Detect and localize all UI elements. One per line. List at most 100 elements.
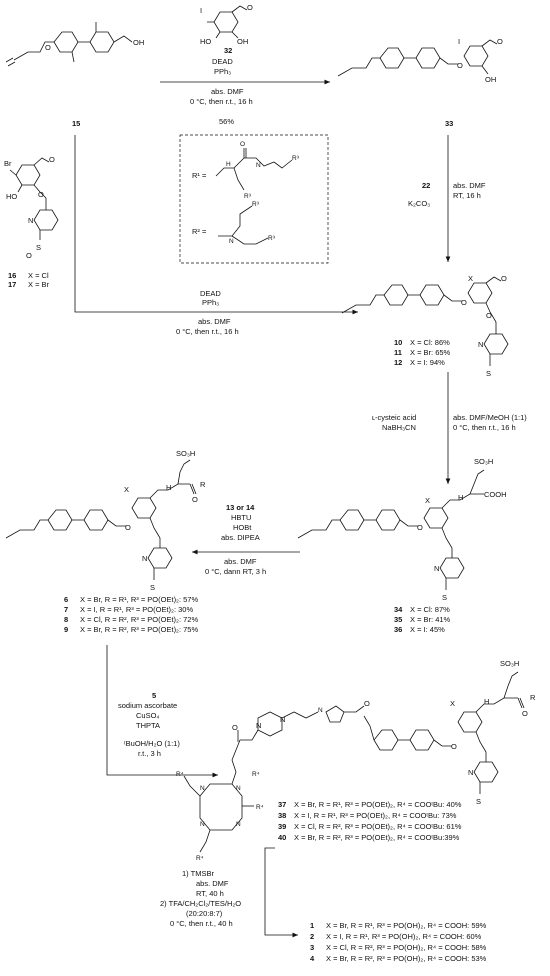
compound-label-6: 6: [64, 595, 68, 604]
atom-r4-d: R⁴: [196, 855, 204, 862]
atom-oh-33: OH: [485, 75, 496, 84]
atom-s-6: S: [150, 583, 155, 592]
atom-o-37: O: [451, 742, 457, 751]
r3-cond-temp: 0 °C, then r.t., 16 h: [176, 327, 239, 336]
compound-39-data: X = Cl, R = R², R³ = PO(OEt)₂, R⁴ = COOᵗ…: [294, 822, 462, 831]
atom-o2-16: O: [38, 190, 44, 199]
compound-label-3: 3: [310, 943, 314, 952]
r1-reagent-pph3: PPh₃: [214, 67, 231, 76]
compound-10-data: X = Cl: 86%: [410, 338, 450, 347]
atom-n-pip2: N: [280, 715, 285, 724]
r2-r3-b: R³: [268, 235, 276, 242]
compound-label-38: 38: [278, 811, 286, 820]
r6-cond-solvent: ᵗBuOH/H₂O (1:1): [124, 739, 180, 748]
r2-cond-solvent: abs. DMF: [453, 181, 486, 190]
r4-reagent-nabh3cn: NaBH₃CN: [382, 423, 416, 432]
compound-3-data: X = Cl, R = R², R³ = PO(OH)₂, R⁴ = COOH:…: [326, 943, 487, 952]
r2-n: N: [229, 238, 234, 245]
r2-definition-label: R² =: [192, 227, 207, 236]
compound-15-structure: [5, 22, 133, 67]
compound-label-9: 9: [64, 625, 68, 634]
atom-r4-a: R⁴: [176, 771, 184, 778]
atom-o-33: O: [457, 61, 463, 70]
r7-step1-solvent: abs. DMF: [196, 879, 229, 888]
atom-o-34: O: [417, 523, 423, 532]
atom-o-15: O: [45, 43, 51, 52]
atom-nh-37: H: [484, 697, 489, 706]
atom-ho-16: HO: [6, 192, 17, 201]
atom-o-amide: O: [232, 723, 238, 732]
r2-reagent-k2co3: K₂CO₃: [408, 199, 430, 208]
arrow-37-40-to-1-4: [264, 847, 298, 938]
r2-reagent-22: 22: [422, 181, 430, 190]
compound-label-33: 33: [445, 119, 453, 128]
atom-n-cyclen4: N: [236, 821, 241, 828]
atom-s-37: S: [476, 797, 481, 806]
r4-cond-solvent: abs. DMF/MeOH (1:1): [453, 413, 527, 422]
atom-n-pip1: N: [256, 721, 261, 730]
r2-cond-temp: RT, 16 h: [453, 191, 481, 200]
compound-label-4: 4: [310, 954, 315, 963]
atom-nh-34: H: [458, 493, 463, 502]
compound-7-data: X = I, R = R¹, R³ = PO(OEt)₂: 30%: [80, 605, 193, 614]
r1-group-structure: [215, 148, 293, 191]
r5-cond-solvent: abs. DMF: [224, 557, 257, 566]
r7-step2-ratio: (20:20:8:7): [186, 909, 223, 918]
r1-cond-solvent: abs. DMF: [211, 87, 244, 96]
atom-r4-c: R⁴: [256, 804, 264, 811]
atom-x-34: X: [425, 496, 430, 505]
atom-x-37: X: [450, 699, 455, 708]
compound-10-12-structure: [341, 276, 509, 366]
r3-cond-solvent: abs. DMF: [198, 317, 231, 326]
atom-so3h-34: SO₃H: [474, 457, 493, 466]
atom-oh-32: OH: [237, 37, 248, 46]
compound-label-37: 37: [278, 800, 286, 809]
compound-label-11: 11: [394, 348, 402, 357]
compound-label-2: 2: [310, 932, 314, 941]
atom-ho-32: HO: [200, 37, 211, 46]
compound-34-data: X = Cl: 87%: [410, 605, 450, 614]
atom-n-triazole: N: [318, 707, 323, 714]
atom-r-6: R: [200, 480, 206, 489]
r6-reagent-5: 5: [152, 691, 156, 700]
r4-cond-temp: 0 °C, then r.t., 16 h: [453, 423, 516, 432]
compound-11-data: X = Br: 65%: [410, 348, 451, 357]
atom-nh-6: H: [166, 483, 171, 492]
compound-label-1: 1: [310, 921, 314, 930]
compound-17-x: X = Br: [28, 280, 50, 289]
atom-x-6: X: [124, 485, 129, 494]
compound-6-data: X = Br, R = R¹, R³ = PO(OEt)₂: 57%: [80, 595, 198, 604]
r5-reagent-hobt: HOBt: [233, 523, 252, 532]
compound-33-structure: [337, 39, 498, 77]
atom-n-6: N: [142, 554, 147, 563]
compound-16-x: X = Cl: [28, 271, 49, 280]
atom-oh-15: OH: [133, 38, 144, 47]
r1-o: O: [240, 141, 245, 148]
compound-label-15: 15: [72, 119, 80, 128]
atom-so3h-6: SO₃H: [176, 449, 195, 458]
r1-cond-temp: 0 °C, then r.t., 16 h: [190, 97, 253, 106]
compound-32-structure: [207, 5, 248, 39]
r7-step1: 1) TMSBr: [182, 869, 214, 878]
compound-label-34: 34: [394, 605, 403, 614]
compound-35-data: X = Br: 41%: [410, 615, 451, 624]
atom-s-10: S: [486, 369, 491, 378]
compound-12-data: X = I: 94%: [410, 358, 445, 367]
compound-4-data: X = Br, R = R², R³ = PO(OH)₂, R⁴ = COOH:…: [326, 954, 487, 963]
compound-34-36-structure: [297, 469, 485, 590]
r5-cond-temp: 0 °C, dann RT, 3 h: [205, 567, 266, 576]
r6-cond-time: r.t., 3 h: [138, 749, 161, 758]
compound-2-data: X = I, R = R¹, R³ = PO(OH)₂, R⁴ = COOH: …: [326, 932, 482, 941]
atom-o3-10: O: [486, 311, 492, 320]
r1-r3-b: R³: [244, 193, 252, 200]
atom-n-pyr-37: N: [468, 768, 473, 777]
compound-36-data: X = I: 45%: [410, 625, 445, 634]
compound-label-8: 8: [64, 615, 68, 624]
compound-9-data: X = Br, R = R², R³ = PO(OEt)₂: 75%: [80, 625, 198, 634]
r2-group-structure: [218, 205, 269, 245]
r7-step1-time: RT, 40 h: [196, 889, 224, 898]
r1-yield: 56%: [219, 117, 234, 126]
r1-definition-label: R¹ =: [192, 171, 207, 180]
r-group-definition-box: [179, 134, 329, 264]
atom-br-16: Br: [4, 159, 12, 168]
